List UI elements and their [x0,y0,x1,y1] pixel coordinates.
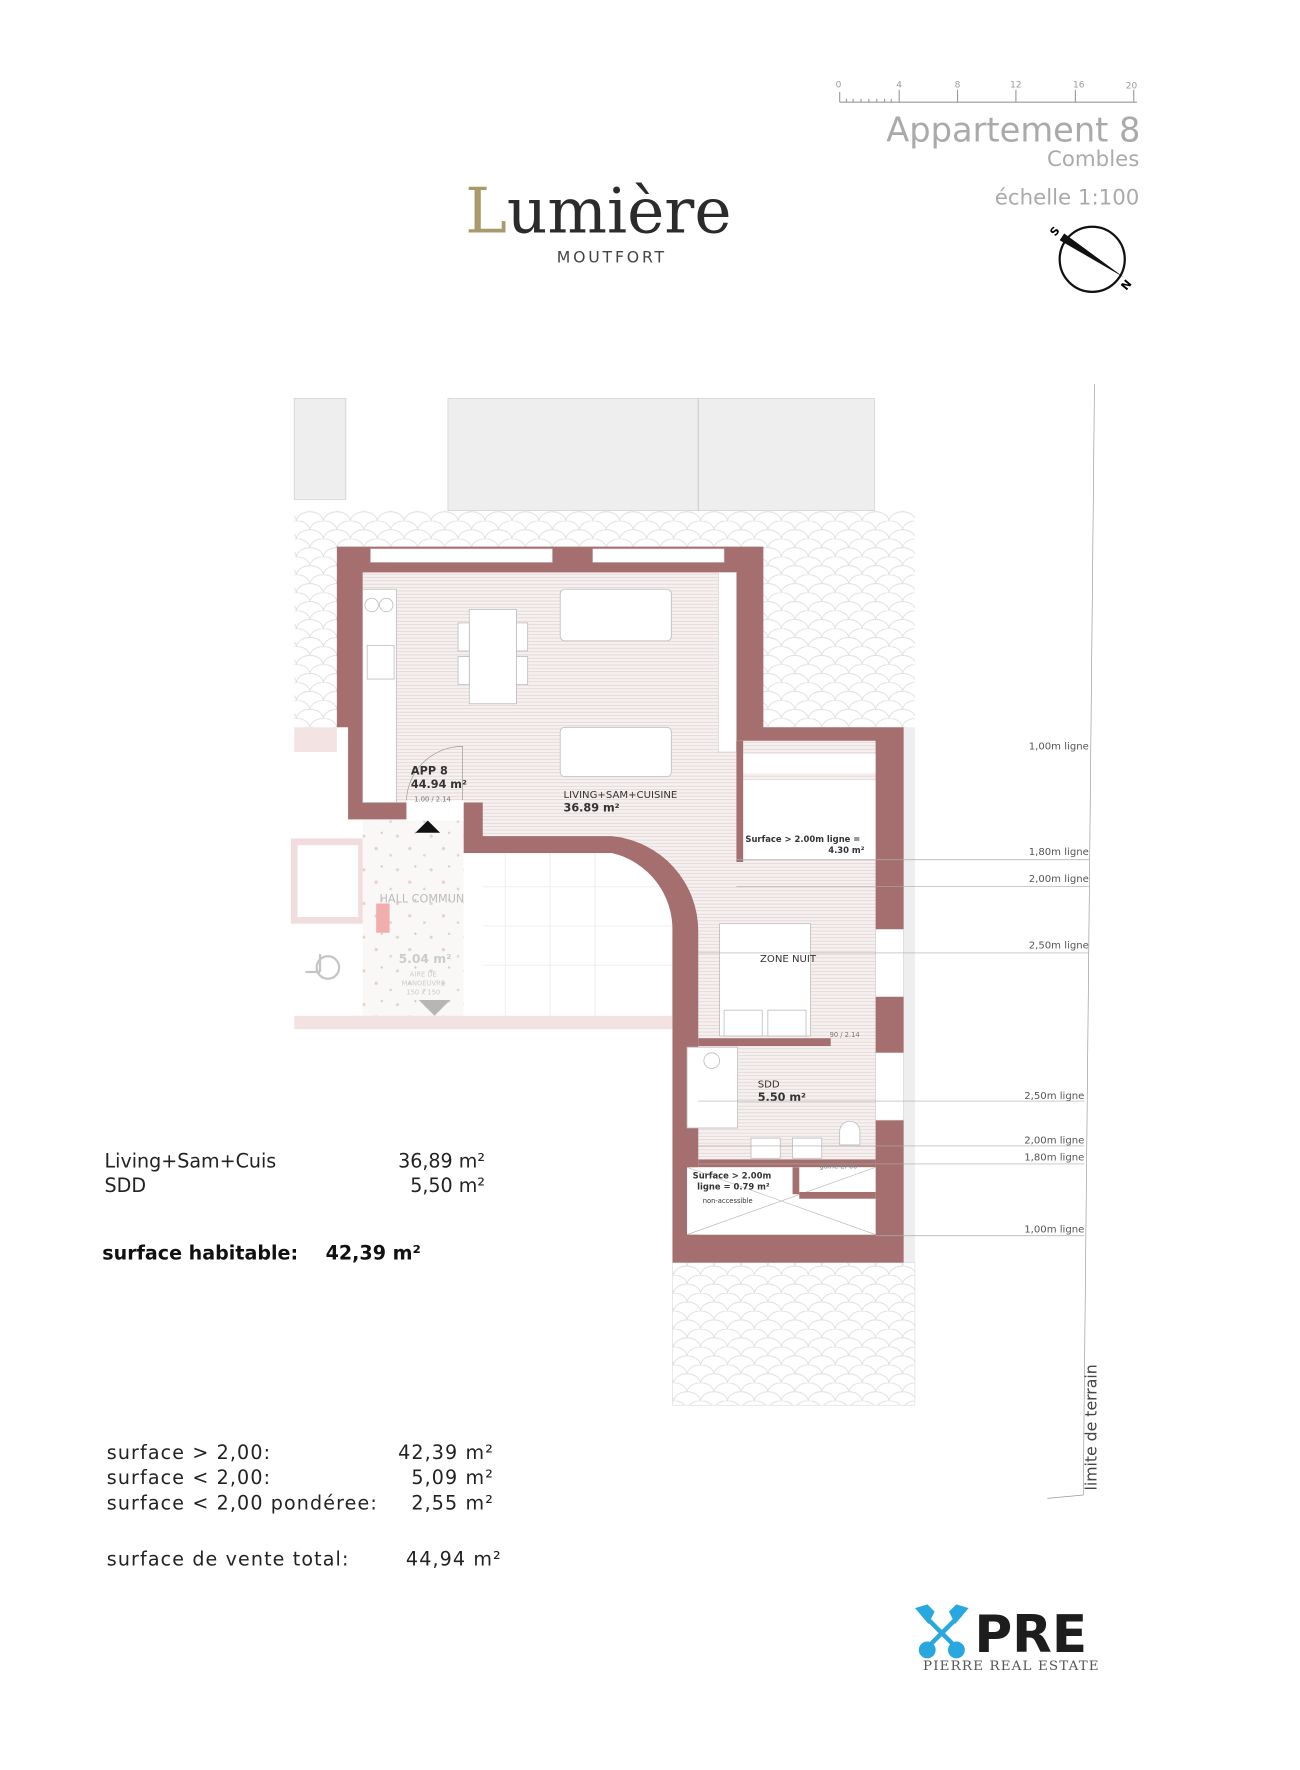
arrow-down-icon [418,1000,451,1016]
height-lines [698,383,1095,1499]
living-label: LIVING+SAM+CUISINE [564,790,678,801]
height-line-label: 1,00m ligne [1024,1224,1084,1235]
total-value: 44,94 m² [406,1549,502,1571]
apartment-walls [336,546,904,1263]
sofa [559,588,672,642]
summary-value: 42,39 m² [398,1442,494,1464]
scale-tick-label: 0 [836,81,842,91]
hall-note: AIRE DE [410,970,437,978]
sdd-area: 5.50 m² [758,1091,806,1104]
brand-logo: Lumière MOUTFORT [465,174,731,266]
scale-tick-label: 12 [1010,81,1021,91]
property-line-label: limite de terrain [1082,1364,1101,1490]
height-line-label: 2,00m ligne [1029,874,1089,885]
hall-commun [290,727,674,1030]
brand-name: umière [507,174,732,247]
kitchen-counter [362,588,397,803]
toilet [839,1120,861,1146]
summary-value: 5,09 m² [411,1467,494,1489]
hall-area: 5.04 m² [399,952,452,966]
apartment-area: 44.94 m² [411,778,467,791]
room-name: SDD [105,1175,147,1197]
habitable-value: 42,39 m² [326,1242,421,1264]
svg-text:Lumière: Lumière [465,174,731,247]
habitable-label: surface habitable: [102,1242,298,1264]
summary-label: surface < 2,00: [107,1467,271,1489]
compass-north: N [1119,277,1135,293]
scale-tick-label: 16 [1073,81,1085,91]
height-line-label: 2,00m ligne [1024,1136,1084,1147]
bedroom-door-size: 90 / 2.14 [830,1031,860,1039]
compass-south: S [1048,224,1063,239]
room-area: 36,89 m² [398,1150,485,1172]
gaine-label: gaine EI-60 [819,1162,857,1170]
sdd-label: SDD [758,1080,780,1091]
non-accessible-note: non-accessible [703,1197,753,1205]
zone-nuit-label: ZONE NUIT [760,954,817,965]
wheelchair-icon [305,954,341,980]
scale-label: échelle 1:100 [995,185,1140,210]
window [592,548,725,563]
height-line-label: 1,80m ligne [1029,847,1089,858]
surface-summary: surface > 2,00: 42,39 m² surface < 2,00:… [107,1442,502,1571]
surface-note: Surface > 2.00m ligne = [745,834,860,844]
brand-initial: L [465,174,507,247]
scale-bar [839,89,1138,103]
surface-note: ligne = 0.79 m² [697,1182,770,1192]
furniture [362,588,861,1159]
floor-name: Combles [1047,147,1139,172]
scale-tick-label: 8 [955,81,961,91]
summary-label: surface < 2,00 pondéree: [107,1493,378,1515]
hall-note: MANOEUVRE [402,979,445,987]
logo-subtitle: PIERRE REAL ESTATE [923,1659,1100,1674]
window [875,929,904,997]
logo-mark: PRE [974,1605,1087,1665]
height-line-label: 1,80m ligne [1024,1153,1084,1164]
brand-location: MOUTFORT [557,248,667,267]
entry-door-size: 1.00 / 2.14 [414,795,450,803]
scale-tick-label: 4 [896,81,902,91]
hall-label: HALL COMMUN [380,892,465,905]
hall-note: 150 x 150 [406,988,440,996]
surface-note: 4.30 m² [828,845,864,855]
height-line-label: 2,50m ligne [1029,940,1089,951]
summary-label: surface > 2,00: [107,1442,271,1464]
apartment-title: Appartement 8 [886,110,1140,149]
total-label: surface de vente total: [107,1549,350,1571]
surface-note: Surface > 2.00m [693,1171,772,1181]
room-areas: Living+Sam+Cuis 36,89 m² SDD 5,50 m² [105,1150,485,1197]
crossed-keys-icon [915,1604,969,1659]
height-line-label: 1,00m ligne [1029,742,1089,753]
room-name: Living+Sam+Cuis [105,1150,277,1172]
sofa [559,726,672,778]
apartment-label: APP 8 [411,764,448,777]
living-area: 36.89 m² [564,801,620,814]
summary-value: 2,55 m² [411,1493,494,1515]
window [875,1052,904,1121]
entry-door[interactable] [406,800,464,821]
window [370,548,553,563]
scale-tick-label: 20 [1126,82,1138,92]
room-area: 5,50 m² [410,1175,485,1197]
entry-arrow-icon [415,820,441,833]
fire-extinguisher-icon [376,903,390,933]
pre-logo: PRE PIERRE REAL ESTATE [915,1604,1100,1674]
compass-icon: S N [1048,224,1135,293]
dining-table [468,609,517,705]
height-line-label: 2,50m ligne [1024,1091,1084,1102]
